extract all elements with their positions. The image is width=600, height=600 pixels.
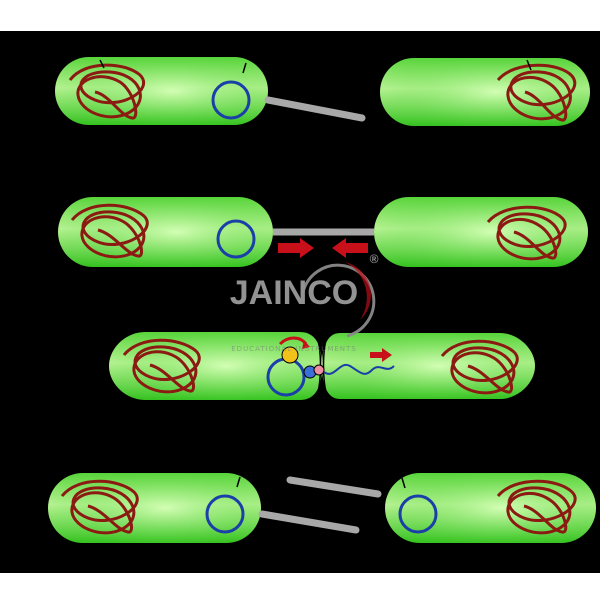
plasmid bbox=[216, 219, 256, 259]
enzyme-pink bbox=[313, 364, 325, 376]
recipient-cell bbox=[322, 333, 535, 399]
donor-cell bbox=[55, 57, 268, 125]
chromosome bbox=[68, 63, 145, 120]
enzyme-yellow bbox=[281, 346, 299, 364]
chromosome bbox=[496, 63, 577, 122]
donor-cell bbox=[48, 473, 261, 543]
recipient-cell bbox=[374, 197, 588, 267]
retraction-arrows bbox=[278, 238, 368, 258]
watermark-crescent bbox=[345, 262, 371, 320]
plasmid bbox=[398, 494, 438, 534]
chromosome bbox=[60, 479, 139, 535]
stage-2 bbox=[58, 197, 588, 267]
chromosome bbox=[486, 205, 567, 261]
plasmid bbox=[211, 80, 251, 120]
recipient-cell bbox=[380, 58, 590, 126]
chromosome bbox=[496, 479, 577, 535]
pilus-fragment bbox=[286, 476, 382, 498]
donor-cell bbox=[109, 332, 322, 400]
donor-cell bbox=[58, 197, 273, 267]
pilus bbox=[264, 96, 366, 122]
arrow-right bbox=[278, 238, 314, 258]
chromosome bbox=[122, 338, 201, 394]
pilus-fragment bbox=[258, 510, 360, 534]
watermark-registered: ® bbox=[370, 252, 379, 266]
chromosome bbox=[70, 203, 149, 259]
jainco-watermark: JAINCO ® EDUCATIONAL INSTRUMENTS bbox=[230, 252, 379, 353]
watermark-brand: JAINCO bbox=[230, 274, 358, 312]
stage-1 bbox=[55, 57, 590, 126]
relaxase-complex bbox=[278, 336, 395, 379]
stage-4 bbox=[48, 473, 596, 543]
stage-3 bbox=[109, 332, 535, 400]
transfer-arrow bbox=[370, 348, 392, 362]
chromosome bbox=[440, 339, 519, 395]
watermark-tagline: EDUCATIONAL INSTRUMENTS bbox=[231, 345, 357, 353]
single-strand-dna bbox=[323, 363, 395, 375]
plasmid bbox=[205, 494, 245, 534]
arrow-left bbox=[332, 238, 368, 258]
recipient-cell bbox=[385, 473, 596, 543]
